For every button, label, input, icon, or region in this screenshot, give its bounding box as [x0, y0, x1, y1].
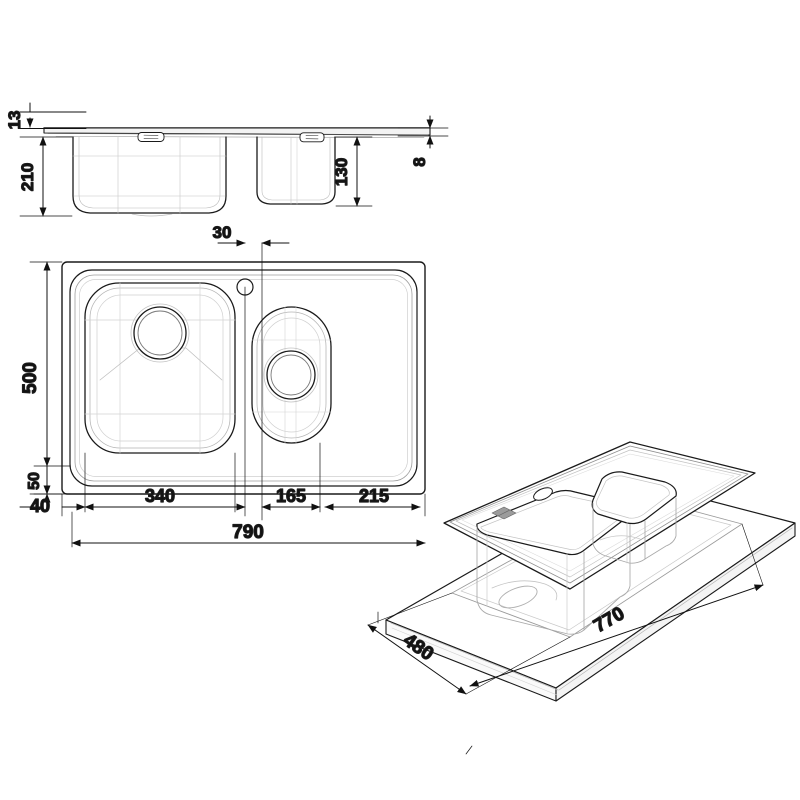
dim-small-bowl-depth-130: 130 — [331, 136, 373, 207]
elevation-small-overflow-clip — [299, 132, 325, 143]
dim-main-bowl-width-340: 340 — [84, 452, 246, 513]
dim-drainer-width-215: 215 — [324, 485, 426, 517]
elevation-main-bowl — [72, 136, 227, 217]
dim-label-790: 790 — [232, 522, 264, 543]
dim-label-165: 165 — [276, 486, 306, 506]
dim-label-8: 8 — [410, 157, 429, 166]
dim-deck-thickness-8: 8 — [397, 115, 449, 167]
iso-tap-hole — [533, 487, 553, 501]
dim-label-210: 210 — [18, 163, 37, 191]
dim-main-bowl-depth-210: 210 — [17, 136, 73, 217]
dim-overall-depth-500: 500 — [19, 261, 63, 495]
plan-small-drain — [266, 350, 316, 400]
dim-label-130: 130 — [332, 158, 351, 186]
dim-rim-offset-50: 50 — [25, 455, 71, 505]
dim-rim-offset-40: 40 — [19, 452, 86, 517]
plan-main-bowl — [84, 282, 236, 454]
elevation-deck — [43, 127, 431, 138]
elevation-view: 13 210 8 130 — [4, 102, 449, 217]
elevation-main-overflow-clip — [137, 132, 165, 142]
dim-tap-offset-30: 30 — [212, 222, 290, 521]
dim-label-500: 500 — [20, 362, 41, 394]
dim-label-40: 40 — [30, 496, 50, 516]
dim-small-bowl-width-165: 165 — [261, 442, 321, 513]
plan-main-drain — [133, 306, 187, 360]
isometric-view: 480 770 — [367, 441, 796, 755]
iso-small-bowl — [591, 471, 677, 564]
elevation-small-bowl — [256, 136, 336, 205]
dim-label-50: 50 — [26, 472, 43, 490]
dim-label-340: 340 — [145, 486, 175, 506]
plan-view: 30 500 50 4 — [19, 222, 426, 548]
dim-label-215: 215 — [359, 486, 389, 506]
dim-label-13: 13 — [5, 111, 24, 130]
dim-rim-thickness-13: 13 — [4, 102, 87, 130]
dim-overall-width-790: 790 — [71, 511, 426, 548]
dim-label-30: 30 — [213, 223, 232, 242]
plan-small-bowl — [251, 306, 332, 444]
iso-overflow-clip — [491, 506, 517, 520]
